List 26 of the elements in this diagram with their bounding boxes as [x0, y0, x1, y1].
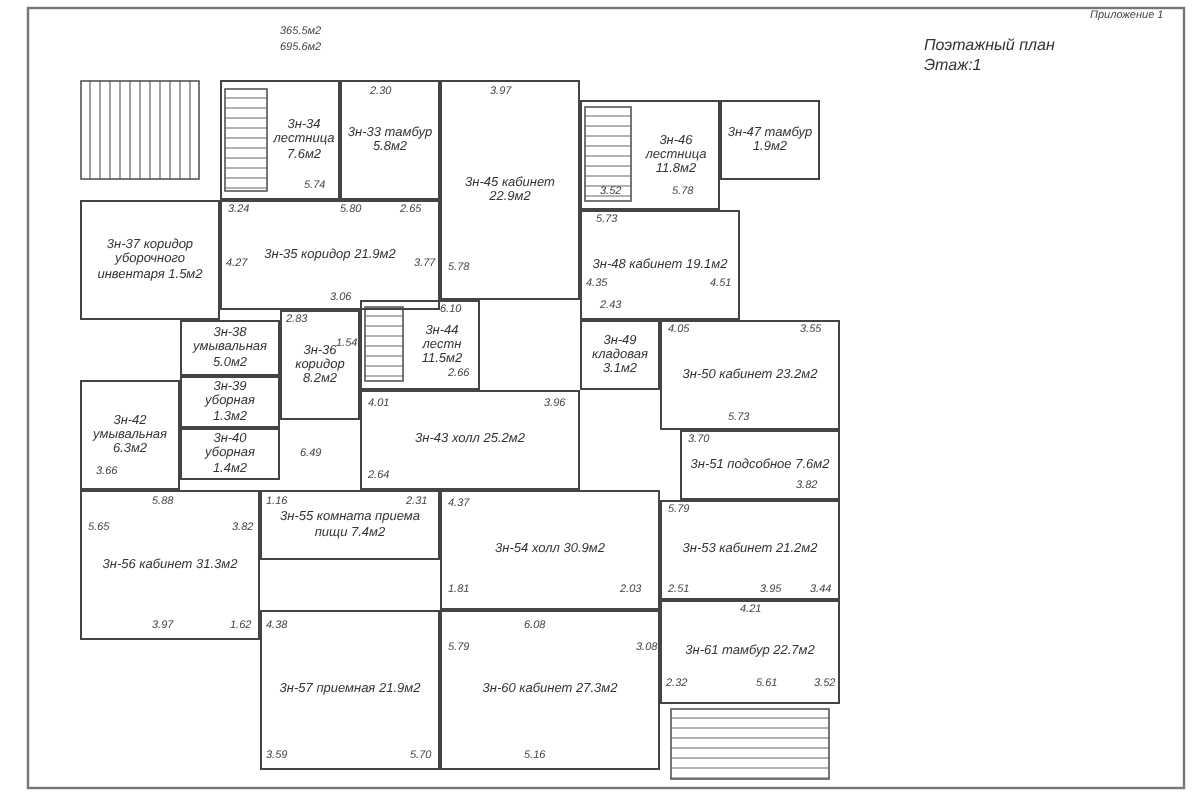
room-outline	[220, 80, 340, 200]
room-outline	[220, 200, 440, 310]
room-outline	[720, 100, 820, 180]
room-outline	[180, 428, 280, 480]
room-outline	[260, 490, 440, 560]
room-outline	[580, 210, 740, 320]
room-outline	[440, 80, 580, 300]
room-outline	[660, 320, 840, 430]
room-outline	[180, 376, 280, 428]
room-outline	[360, 390, 580, 490]
room-outline	[80, 200, 220, 320]
room-outline	[180, 320, 280, 376]
room-outline	[260, 610, 440, 770]
room-outline	[580, 100, 720, 210]
room-outline	[360, 300, 480, 390]
room-outline	[80, 380, 180, 490]
room-outline	[440, 490, 660, 610]
room-outline	[580, 320, 660, 390]
room-outline	[660, 600, 840, 704]
room-outline	[680, 430, 840, 500]
room-outline	[440, 610, 660, 770]
room-outline	[80, 490, 260, 640]
plan-title: Поэтажный план Этаж:1	[924, 36, 1057, 78]
room-outline	[280, 310, 360, 420]
room-outline	[340, 80, 440, 200]
room-outline	[660, 500, 840, 600]
